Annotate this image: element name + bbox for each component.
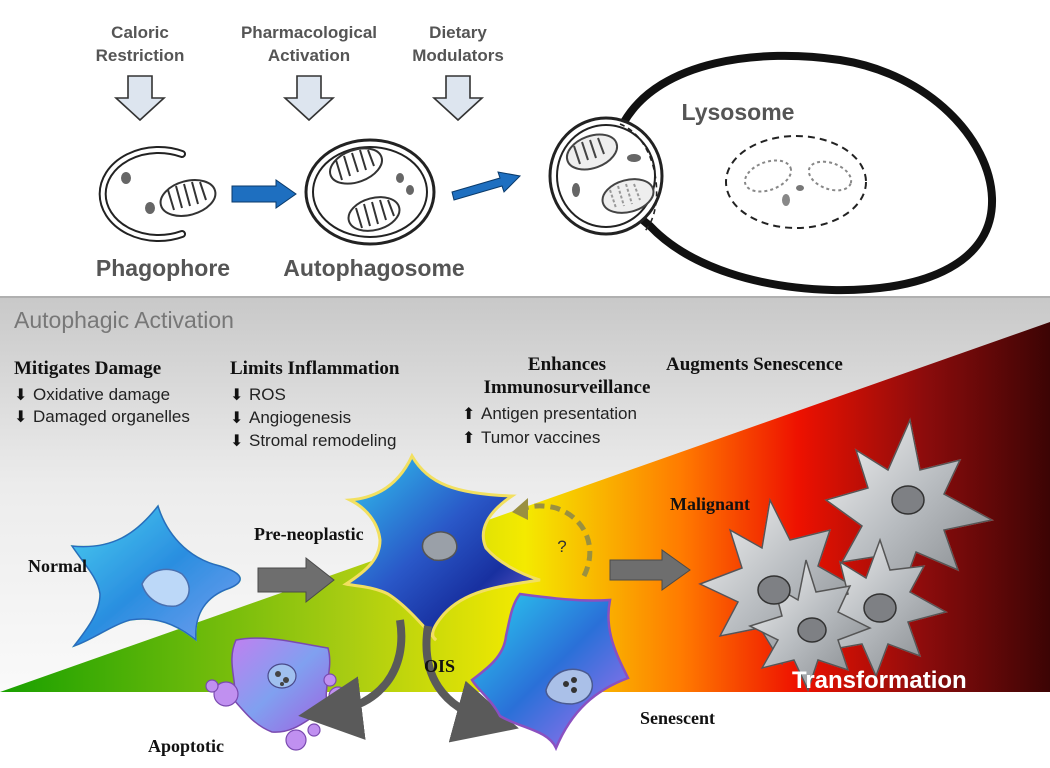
enhances-item-1: Antigen presentation (481, 404, 637, 423)
lysosome-label: Lysosome (682, 99, 795, 125)
up-arrow-icon: ⬆ (462, 430, 475, 447)
section-title: Autophagic Activation (14, 307, 234, 333)
autophagosome-diagram (304, 138, 436, 246)
senescence-arrow (422, 625, 519, 743)
nucleus-icon (141, 568, 190, 607)
senescent-label: Senescent (640, 708, 715, 728)
malignant-label: Malignant (670, 494, 750, 514)
down-arrow-icon (113, 75, 167, 122)
right-arrow-icon (231, 179, 297, 209)
right-arrow-icon (451, 171, 522, 201)
limits-title: Limits Inflammation (230, 358, 400, 379)
inducer-pharma-line1: Pharmacological (241, 23, 377, 42)
nucleus-icon (421, 531, 458, 562)
autophagosome-label: Autophagosome (283, 255, 464, 281)
limits-item-1: ROS (249, 385, 286, 404)
inducer-pharmacological: Pharmacological Activation (241, 23, 377, 122)
inducer-caloric-line1: Caloric (111, 23, 169, 42)
nucleus-icon (267, 663, 297, 689)
apoptosis-arrow (298, 619, 406, 740)
down-arrow-icon (431, 75, 485, 122)
effect-mitigates-damage: Mitigates Damage ⬇ Oxidative damage ⬇ Da… (14, 358, 190, 426)
down-arrow-icon (282, 75, 336, 122)
normal-cell (70, 504, 241, 648)
down-arrow-icon: ⬇ (230, 433, 243, 450)
augments-title: Augments Senescence (666, 354, 843, 375)
mitigates-item-2: Damaged organelles (33, 407, 190, 426)
inducer-dietary: Dietary Modulators (412, 23, 504, 122)
mitigates-title: Mitigates Damage (14, 358, 161, 379)
enhances-title-line1: Enhances (528, 354, 606, 375)
limits-item-3: Stromal remodeling (249, 431, 396, 450)
right-arrow-icon (609, 549, 691, 591)
down-arrow-icon: ⬇ (14, 387, 27, 404)
nucleus-icon (757, 575, 791, 605)
nucleus-icon (891, 485, 925, 515)
transformation-label: Transformation (792, 667, 967, 694)
phagophore-diagram (98, 146, 217, 242)
effect-enhances-immunosurveillance: Enhances Immunosurveillance ⬆ Antigen pr… (462, 354, 650, 447)
right-arrow-icon (257, 556, 335, 604)
mitochondrion-icon (347, 196, 401, 232)
senescent-cell (470, 592, 630, 752)
phagophore-label: Phagophore (96, 255, 230, 281)
down-arrow-icon: ⬇ (230, 410, 243, 427)
inducer-dietary-line1: Dietary (429, 23, 487, 42)
nucleus-icon (545, 668, 593, 705)
lysosome-diagram (548, 51, 997, 295)
nucleus-icon (863, 593, 897, 623)
limits-item-2: Angiogenesis (249, 408, 351, 427)
inducer-pharma-line2: Activation (268, 46, 350, 65)
malignant-cell-cluster (698, 417, 995, 693)
enhances-title-line2: Immunosurveillance (484, 377, 651, 398)
enhances-item-2: Tumor vaccines (481, 428, 600, 447)
down-arrow-icon: ⬇ (230, 387, 243, 404)
inducer-caloric-line2: Restriction (96, 46, 185, 65)
preneoplastic-label: Pre-neoplastic (254, 524, 364, 544)
mitochondrion-icon (329, 147, 383, 185)
nucleus-icon (797, 617, 827, 643)
preneoplastic-cell (342, 452, 541, 642)
ois-label: OIS (424, 656, 455, 676)
question-label: ? (557, 537, 566, 556)
inducer-caloric: Caloric Restriction (96, 23, 185, 122)
mitigates-item-1: Oxidative damage (33, 385, 170, 404)
mitochondrion-icon (565, 133, 619, 171)
apoptotic-label: Apoptotic (148, 736, 224, 756)
down-arrow-icon: ⬇ (14, 409, 27, 426)
up-arrow-icon: ⬆ (462, 406, 475, 423)
inducer-dietary-line2: Modulators (412, 46, 504, 65)
mitochondrion-icon (159, 179, 217, 217)
reversion-arrow-head-icon (512, 498, 528, 520)
inducers-row: Caloric Restriction Pharmacological Acti… (96, 23, 504, 122)
effect-limits-inflammation: Limits Inflammation ⬇ ROS ⬇ Angiogenesis… (230, 358, 400, 450)
mitochondrion-icon (601, 178, 655, 214)
normal-label: Normal (28, 556, 87, 576)
